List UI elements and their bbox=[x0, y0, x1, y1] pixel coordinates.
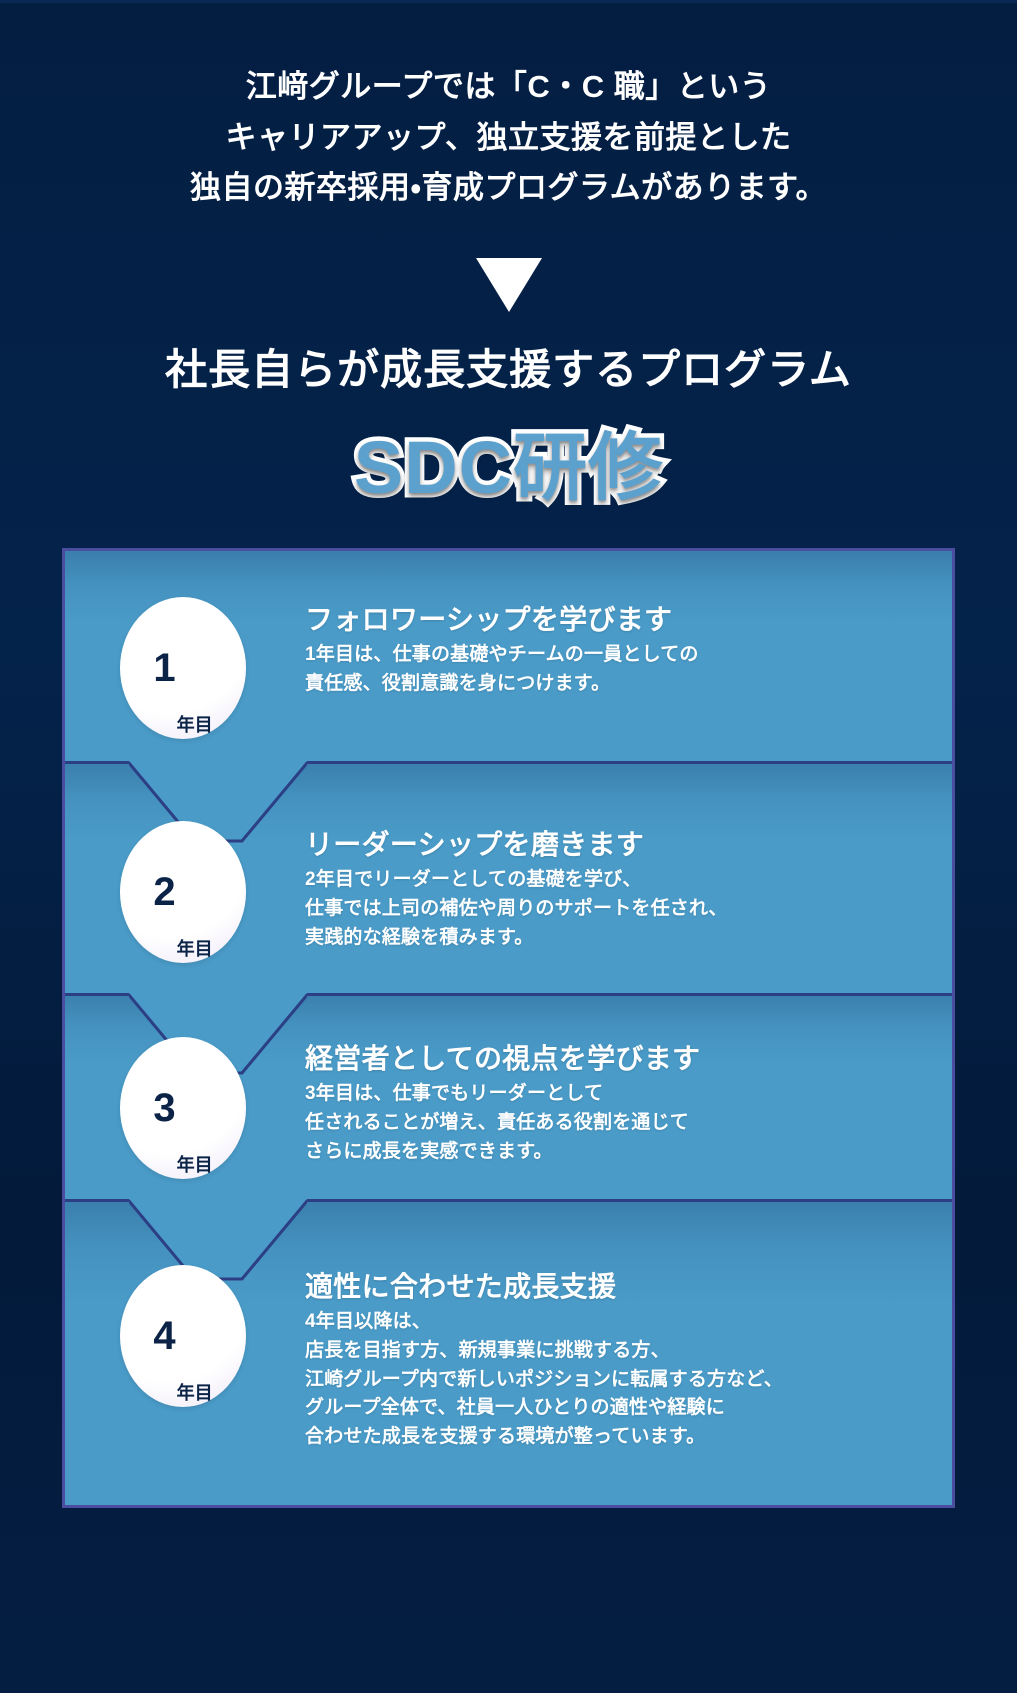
step-1-body: 1年目は、仕事の基礎やチームの一員としての 責任感、役割意識を身につけます。 bbox=[305, 641, 930, 699]
step-4-body-line-2: 店長を目指す方、新規事業に挑戦する方、 bbox=[305, 1339, 670, 1361]
step-2-body-line-1: 2年目でリーダーとしての基礎を学び、 bbox=[305, 868, 642, 890]
step-1-body-line-1: 1年目は、仕事の基礎やチームの一員としての bbox=[305, 643, 699, 665]
step-1-title: フォロワーシップを学びます bbox=[305, 604, 673, 635]
step-4-text-column: 適性に合わせた成長支援 4年目以降は、 店長を目指す方、新規事業に挑戦する方、 … bbox=[305, 1199, 952, 1452]
year-badge-4-unit: 年目 bbox=[176, 1383, 213, 1403]
step-3-body-line-1: 3年目は、仕事でもリーダーとして bbox=[305, 1082, 604, 1104]
year-badge-1-unit: 年目 bbox=[176, 715, 213, 735]
step-3-body-line-3: さらに成長を実感できます。 bbox=[305, 1140, 553, 1162]
step-3-badge-column: 3 年目 bbox=[65, 993, 305, 1199]
intro-copy: 江﨑グループでは「C・C 職」という キャリアアップ、独立支援を前提とした 独自… bbox=[0, 62, 1017, 214]
step-4-body-line-5: 合わせた成長を支援する環境が整っています。 bbox=[305, 1426, 706, 1448]
timeline-panel: 1 年目 フォロワーシップを学びます 1年目は、仕事の基礎やチームの一員としての… bbox=[62, 548, 955, 1508]
timeline-step-1: 1 年目 フォロワーシップを学びます 1年目は、仕事の基礎やチームの一員としての… bbox=[65, 551, 952, 761]
timeline-step-4: 4 年目 適性に合わせた成長支援 4年目以降は、 店長を目指す方、新規事業に挑戦… bbox=[65, 1199, 952, 1505]
step-4-body: 4年目以降は、 店長を目指す方、新規事業に挑戦する方、 江崎グループ内で新しいポ… bbox=[305, 1308, 930, 1452]
intro-line-3: 独自の新卒採用・育成プログラムがあります。 bbox=[189, 170, 827, 206]
year-badge-4: 4 年目 bbox=[120, 1265, 246, 1407]
step-2-title: リーダーシップを磨きます bbox=[305, 829, 645, 860]
step-4-badge-column: 4 年目 bbox=[65, 1199, 305, 1505]
timeline-step-2: 2 年目 リーダーシップを磨きます 2年目でリーダーとしての基礎を学び、 仕事で… bbox=[65, 761, 952, 993]
triangle-down-icon bbox=[475, 258, 542, 312]
step-1-badge-column: 1 年目 bbox=[65, 551, 305, 761]
step-4-divider bbox=[65, 1199, 952, 1202]
step-4-title: 適性に合わせた成長支援 bbox=[305, 1271, 617, 1302]
year-badge-2-unit: 年目 bbox=[176, 939, 213, 959]
step-4-body-line-3: 江崎グループ内で新しいポジションに転属する方など、 bbox=[305, 1368, 783, 1390]
year-badge-1: 1 年目 bbox=[120, 597, 246, 739]
page-headline: 社長自らが成長支援するプログラム bbox=[165, 346, 852, 393]
intro-line-2: キャリアアップ、独立支援を前提とした bbox=[225, 119, 792, 155]
step-3-title: 経営者としての視点を学びます bbox=[305, 1043, 701, 1074]
step-2-body-line-2: 仕事では上司の補佐や周りのサポートを任され、 bbox=[305, 897, 728, 919]
step-3-body-line-2: 任されることが増え、責任ある役割を通じて bbox=[305, 1111, 690, 1133]
step-3-text-column: 経営者としての視点を学びます 3年目は、仕事でもリーダーとして 任されることが増… bbox=[305, 993, 952, 1166]
year-badge-3: 3 年目 bbox=[120, 1037, 246, 1179]
step-3-body: 3年目は、仕事でもリーダーとして 任されることが増え、責任ある役割を通じて さら… bbox=[305, 1080, 930, 1167]
year-badge-2-number: 2 bbox=[153, 870, 176, 914]
step-1-body-line-2: 責任感、役割意識を身につけます。 bbox=[305, 672, 611, 694]
arrow-separator bbox=[0, 258, 1017, 312]
step-3-divider bbox=[65, 993, 952, 996]
year-badge-2: 2 年目 bbox=[120, 821, 246, 963]
step-4-body-line-1: 4年目以降は、 bbox=[305, 1310, 431, 1332]
year-badge-3-unit: 年目 bbox=[176, 1155, 213, 1175]
step-1-text-column: フォロワーシップを学びます 1年目は、仕事の基礎やチームの一員としての 責任感、… bbox=[305, 551, 952, 699]
timeline-step-3: 3 年目 経営者としての視点を学びます 3年目は、仕事でもリーダーとして 任され… bbox=[65, 993, 952, 1199]
program-title: SDC研修 bbox=[349, 422, 666, 514]
year-badge-4-number: 4 bbox=[153, 1314, 176, 1358]
step-2-body: 2年目でリーダーとしての基礎を学び、 仕事では上司の補佐や周りのサポートを任され… bbox=[305, 866, 930, 953]
step-2-text-column: リーダーシップを磨きます 2年目でリーダーとしての基礎を学び、 仕事では上司の補… bbox=[305, 761, 952, 952]
step-2-divider bbox=[65, 761, 952, 764]
intro-line-1: 江﨑グループでは「C・C 職」という bbox=[245, 69, 772, 104]
step-2-badge-column: 2 年目 bbox=[65, 761, 305, 993]
year-badge-1-number: 1 bbox=[153, 646, 176, 690]
step-4-body-line-4: グループ全体で、社員一人ひとりの適性や経験に bbox=[305, 1397, 725, 1419]
year-badge-3-number: 3 bbox=[153, 1086, 176, 1130]
step-2-body-line-3: 実践的な経験を積みます。 bbox=[305, 926, 534, 948]
